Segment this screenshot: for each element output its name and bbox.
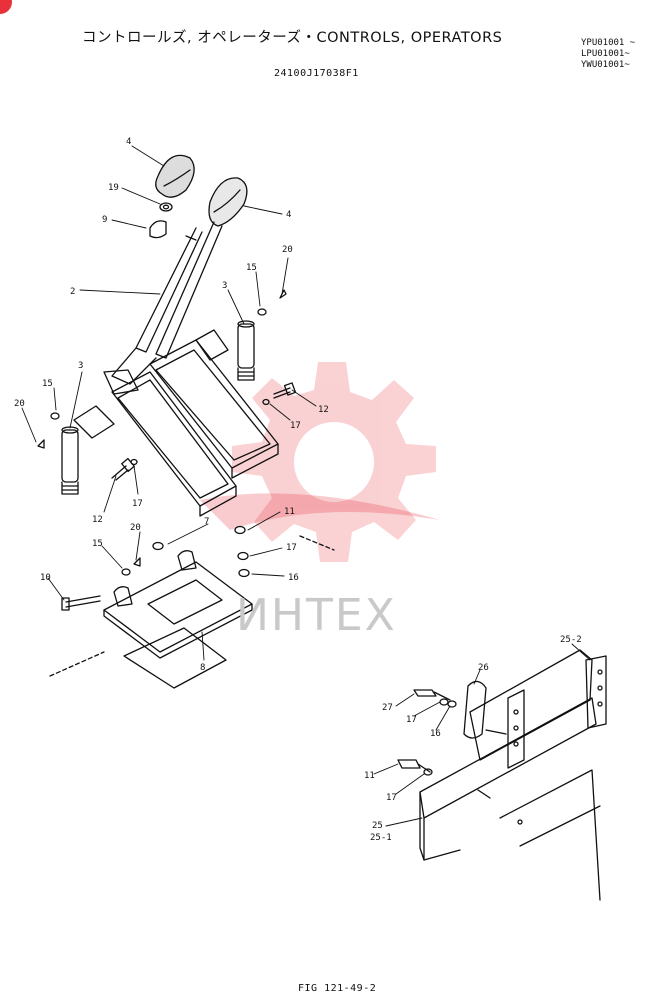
callout-label: 3 — [78, 361, 83, 371]
callout-label: 16 — [430, 729, 441, 739]
serial-line: YWU01001~ — [581, 60, 630, 70]
foot-pedal-right — [149, 339, 279, 479]
callout-label: 15 — [42, 379, 53, 389]
callout-label: 4 — [286, 210, 291, 220]
callout-label: 25-1 — [370, 833, 392, 843]
callout-label: 11 — [364, 771, 375, 781]
page-title: コントロールズ, オペレーターズ・CONTROLS, OPERATORS — [82, 30, 503, 46]
callout-label: 11 — [284, 507, 295, 517]
bolt-part — [273, 382, 297, 399]
floor-mat — [123, 627, 227, 689]
document-number: 24100J17038F1 — [274, 68, 359, 79]
lever-rod — [103, 221, 223, 395]
callout-label: 3 — [222, 281, 227, 291]
callout-label: 20 — [14, 399, 25, 409]
callout-label: 27 — [382, 703, 393, 713]
callout-label: 7 — [204, 517, 209, 527]
callout-label: 25-2 — [560, 635, 582, 645]
callout-label: 9 — [102, 215, 107, 225]
figure-number: FIG 121-49-2 — [298, 983, 377, 994]
clip-part — [149, 220, 167, 239]
nut-part — [159, 202, 173, 212]
bolt-part — [397, 759, 433, 776]
callout-label: 20 — [130, 523, 141, 533]
callout-label: 17 — [386, 793, 397, 803]
damper-left — [61, 426, 79, 495]
foot-pedal-left — [111, 371, 237, 517]
callout-label: 4 — [126, 137, 131, 147]
callout-label: 15 — [246, 263, 257, 273]
callout-label: 19 — [108, 183, 119, 193]
serial-line: LPU01001~ — [581, 49, 630, 59]
lever-grip — [208, 177, 248, 227]
callout-label: 17 — [286, 543, 297, 553]
callout-label: 2 — [70, 287, 75, 297]
callout-label: 20 — [282, 245, 293, 255]
watermark-swoosh — [200, 493, 440, 530]
callout-label: 16 — [288, 573, 299, 583]
damper-right — [237, 320, 255, 381]
pedal-tab — [73, 329, 229, 439]
callout-label: 17 — [290, 421, 301, 431]
leader-lines — [21, 145, 591, 827]
bracket-assembly — [419, 649, 607, 901]
callout-label: 17 — [132, 499, 143, 509]
bolt-part — [61, 595, 101, 611]
watermark-text: ИНТЕХ — [236, 590, 397, 641]
callout-labels: 4 19 9 4 20 15 2 3 3 15 20 12 17 12 17 7… — [14, 137, 582, 843]
watermark-gear-logo — [232, 362, 436, 562]
knob-part — [155, 154, 195, 198]
callout-label: 12 — [318, 405, 329, 415]
callout-label: 25 — [372, 821, 383, 831]
serial-range: YPU01001 ~ LPU01001~ YWU01001~ — [581, 38, 635, 71]
callout-label: 10 — [40, 573, 51, 583]
callout-label: 17 — [406, 715, 417, 725]
callout-label: 26 — [478, 663, 489, 673]
serial-line: YPU01001 ~ — [581, 38, 636, 48]
washer-part — [50, 308, 270, 578]
callout-label: 12 — [92, 515, 103, 525]
callout-label: 15 — [92, 539, 103, 549]
callout-label: 8 — [200, 663, 205, 673]
mounting-plate — [103, 550, 253, 659]
